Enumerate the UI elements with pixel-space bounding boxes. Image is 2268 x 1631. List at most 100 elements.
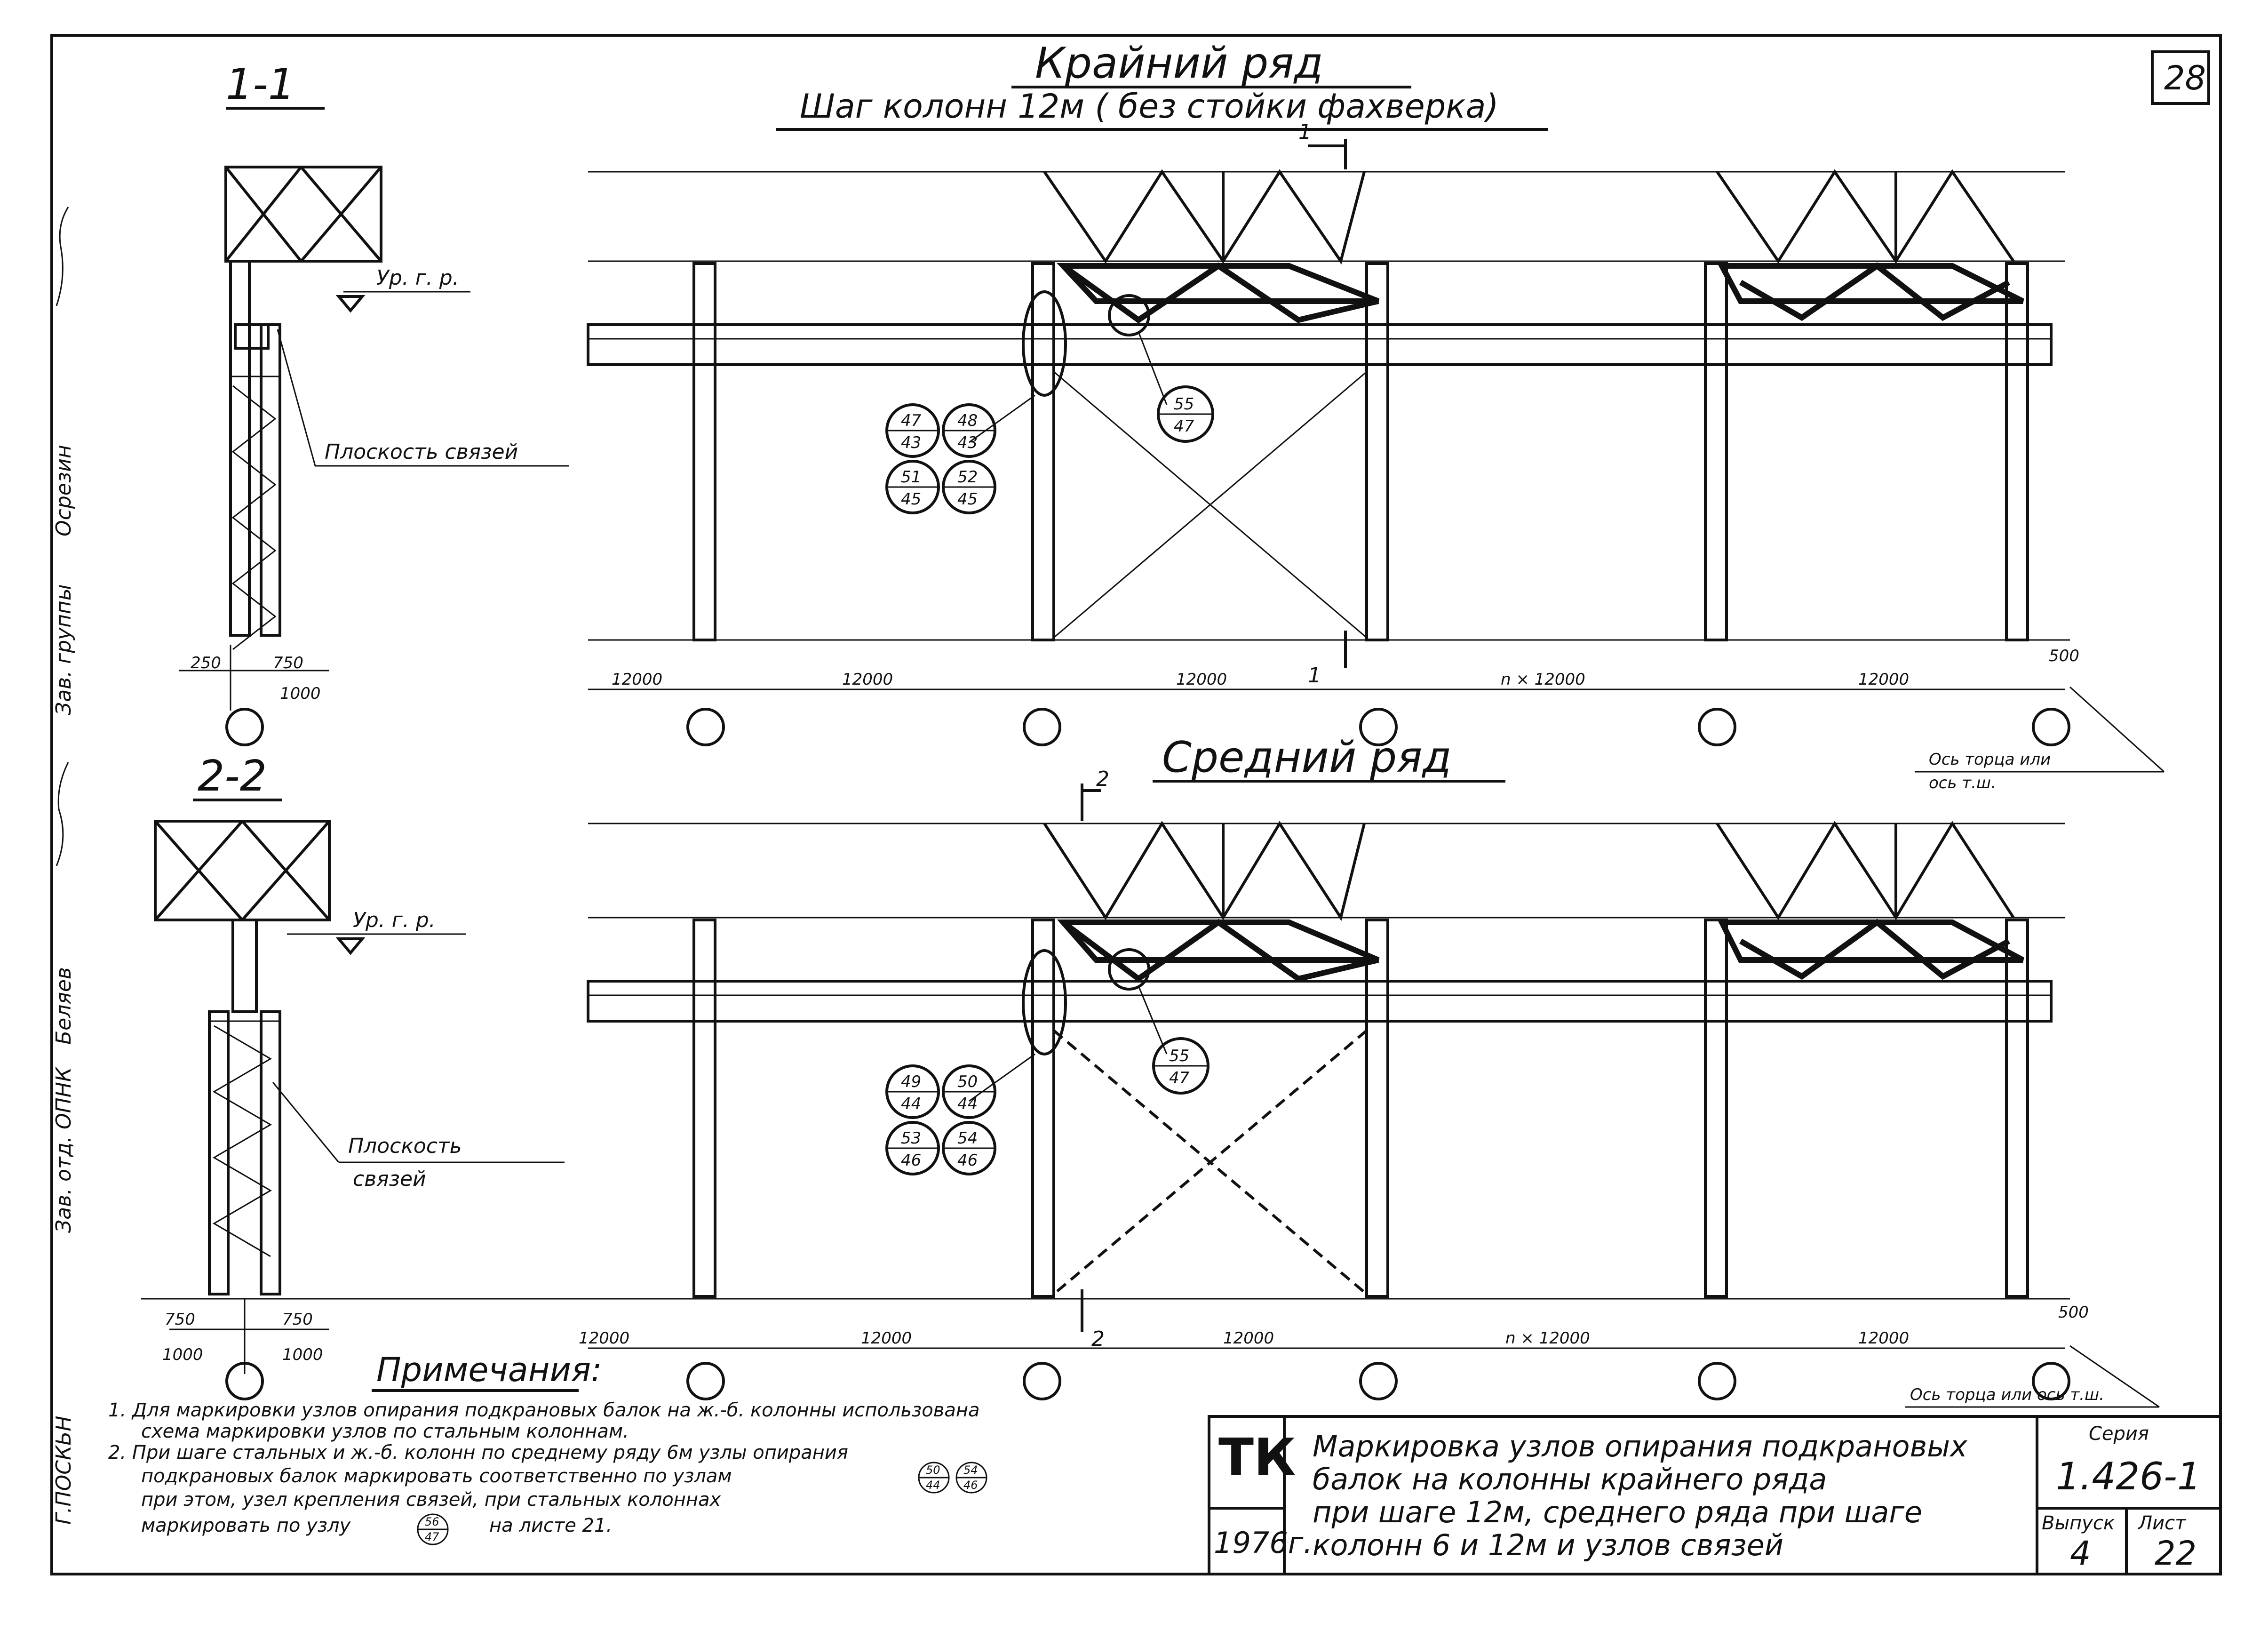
section-1-1: 1-1 Ур. г. р. Плоскость связей 250 750 1… — [179, 60, 569, 746]
crane-beam-bracket — [234, 323, 270, 350]
edge-span-2: 12000 — [842, 670, 893, 689]
middle-node-single-top: 55 — [1169, 1047, 1189, 1065]
leader — [969, 394, 1035, 443]
middle-span-3: 12000 — [1223, 1329, 1274, 1348]
truss-diag — [241, 820, 331, 921]
sheet-number: 28 — [2164, 59, 2206, 97]
note-ref-c-top: 56 — [425, 1515, 439, 1528]
section-1-dim-2: 750 — [273, 654, 303, 672]
section-2-truss — [154, 820, 331, 921]
edge-node-3-bottom: 45 — [901, 490, 921, 509]
middle-node-1-bottom: 44 — [901, 1095, 921, 1113]
edge-node-single-bottom: 47 — [1174, 417, 1194, 436]
section-2-2: 2-2 Ур. г. р. Плоскость связей 750 750 1… — [154, 752, 565, 1400]
axis-bubble — [1698, 1362, 1736, 1400]
edge-node-group: 47 43 48 43 51 45 52 45 — [885, 403, 996, 514]
section-1-level-mark: Ур. г. р. — [376, 266, 459, 290]
middle-crane-beam — [587, 980, 2053, 1023]
middle-column-5 — [2005, 919, 2029, 1298]
stamp-text-2: Зав. отд. ОПНК — [52, 1066, 76, 1233]
edge-node-4-top: 52 — [957, 468, 978, 487]
stamp-text-4: Зав. группы — [52, 584, 76, 715]
middle-column-1 — [692, 919, 716, 1298]
edge-cut-bottom: 1 — [1308, 664, 1321, 688]
title-block: ТК 1976г. Маркировка узлов опирания подк… — [1208, 1415, 2222, 1575]
notes-heading: Примечания: — [376, 1351, 602, 1389]
stamp-text-5: Осрезин — [52, 445, 76, 536]
tb-issue-label: Выпуск — [2042, 1512, 2115, 1534]
middle-sub-truss-2-web — [1739, 919, 2010, 980]
middle-node-2-top: 50 — [957, 1072, 978, 1091]
section-1-column-right — [260, 323, 281, 637]
axis-bubble — [2032, 708, 2070, 746]
middle-cut-top: 2 — [1096, 767, 1109, 791]
stamp-text-1: Г.ПОСКЬН — [52, 1416, 76, 1525]
edge-node-2-top: 48 — [957, 411, 978, 430]
note-1-line-2: схема маркировки узлов по стальным колон… — [141, 1421, 629, 1442]
note-ref-a-bottom: 44 — [926, 1479, 940, 1492]
middle-column-3 — [1365, 919, 1389, 1298]
note-2-line-4: маркировать по узлу — [141, 1515, 351, 1536]
note-2-line-2: подкрановых балок маркировать соответств… — [141, 1465, 732, 1487]
edge-bracing-diag-2 — [1053, 371, 1367, 639]
edge-column-2 — [1031, 262, 1055, 641]
section-2-bracing-plane-2: связей — [353, 1167, 426, 1191]
edge-axis-note-1: Ось торца или — [1929, 750, 2051, 769]
axis-bubble — [686, 708, 725, 746]
edge-node-4-bottom: 45 — [957, 490, 978, 509]
middle-node-2-bottom: 44 — [957, 1095, 978, 1113]
middle-cut-bottom: 2 — [1091, 1327, 1105, 1351]
axis-bubble — [1023, 1362, 1061, 1400]
leader — [277, 329, 316, 466]
edge-sub-truss-2-web — [1739, 262, 2010, 321]
section-1-truss — [224, 166, 382, 263]
leader — [1138, 985, 1168, 1055]
tb-title-1: Маркировка узлов опирания подкрановых — [1313, 1429, 1968, 1463]
edge-sub-truss-1 — [1057, 263, 1380, 304]
edge-row-elevation: Крайний ряд Шаг колонн 12м ( без стойки … — [587, 39, 2165, 792]
edge-crane-beam — [587, 323, 2053, 366]
section-2-dim-3: 1000 — [162, 1345, 203, 1364]
edge-column-1 — [692, 262, 716, 641]
tb-year: 1976г. — [1214, 1526, 1313, 1560]
middle-node-single-bottom: 47 — [1169, 1069, 1190, 1087]
tb-title-3: при шаге 12м, среднего ряда при шаге — [1313, 1495, 1922, 1529]
leader — [272, 1082, 340, 1163]
edge-column-4 — [1704, 262, 1728, 641]
node-highlight — [1108, 948, 1150, 991]
note-ref-b-bottom: 46 — [963, 1479, 978, 1492]
node-highlight — [1108, 294, 1150, 336]
middle-sub-truss-1-web — [1061, 919, 1379, 983]
title-block-frame — [1208, 1415, 2222, 1575]
axis-bubble — [1023, 708, 1061, 746]
section-2-bracing-plane-1: Плоскость — [348, 1134, 462, 1158]
note-ref-c: 56 47 — [417, 1513, 449, 1545]
edge-node-single-top: 55 — [1174, 395, 1194, 414]
middle-columns — [692, 919, 2029, 1298]
middle-axis-note: Ось торца или ось т.ш. — [1910, 1385, 2104, 1404]
leader — [2069, 1345, 2160, 1408]
edge-node-1-bottom: 43 — [901, 433, 921, 452]
leader — [1138, 331, 1168, 405]
note-ref-b: 54 46 — [955, 1462, 987, 1494]
middle-span-4: n × 12000 — [1505, 1329, 1590, 1348]
section-2-column-top — [231, 919, 258, 1013]
note-ref-b-top: 54 — [963, 1463, 978, 1477]
edge-end-offset: 500 — [2049, 647, 2079, 665]
edge-span-1: 12000 — [612, 670, 662, 689]
tb-series-label: Серия — [2089, 1423, 2149, 1445]
middle-node-3-top: 53 — [901, 1129, 921, 1148]
axis-bubble — [1698, 708, 1736, 746]
edge-node-2-bottom: 43 — [957, 433, 978, 452]
edge-column-5 — [2005, 262, 2029, 641]
middle-node-3-bottom: 46 — [901, 1151, 921, 1170]
axis-bubble — [1359, 708, 1398, 746]
tb-title-4: колонн 6 и 12м и узлов связей — [1313, 1528, 1783, 1562]
edge-node-single: 55 47 — [1157, 385, 1214, 443]
middle-node-4-top: 54 — [957, 1129, 978, 1148]
edge-cut-top: 1 — [1298, 120, 1312, 144]
axis-bubble — [225, 708, 264, 746]
middle-column-2 — [1031, 919, 1055, 1298]
section-1-dim-3: 1000 — [280, 684, 321, 703]
